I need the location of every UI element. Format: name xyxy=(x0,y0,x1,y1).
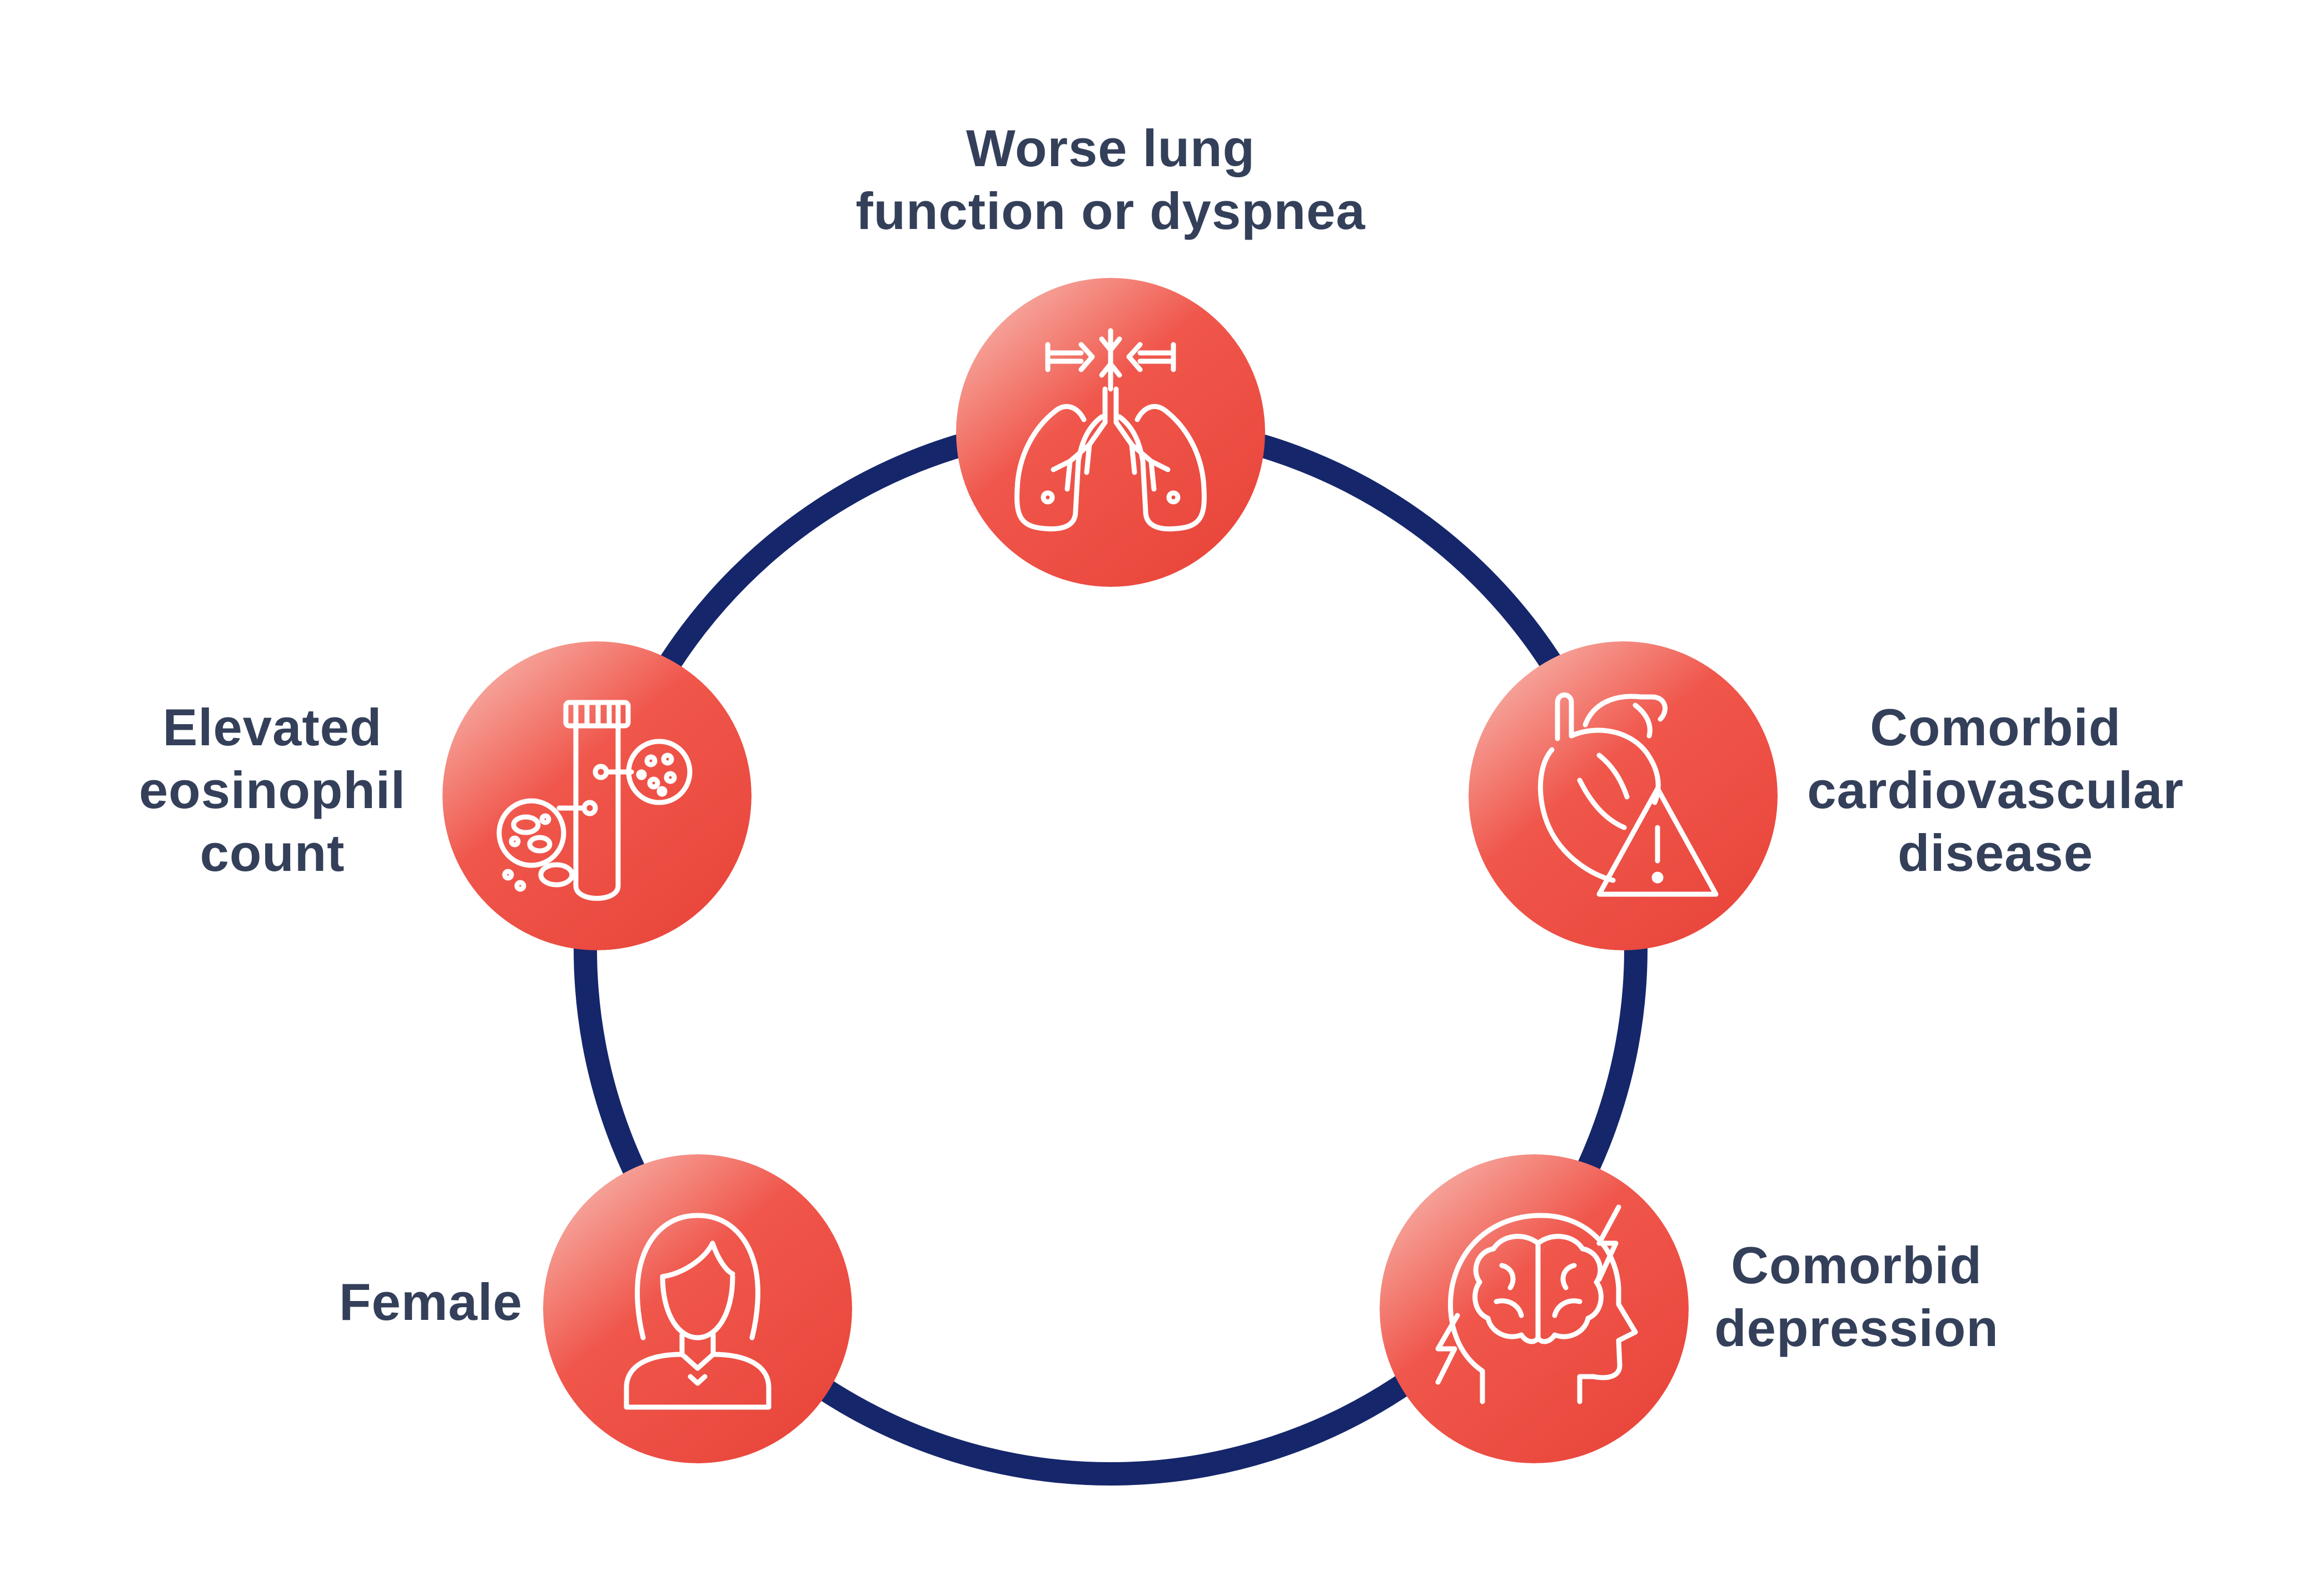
label-lung-function: Worse lung function or dyspnea xyxy=(823,117,1399,242)
label-line: cardiovascular xyxy=(1807,761,2184,819)
label-line: function or dyspnea xyxy=(855,182,1366,240)
label-line: Elevated xyxy=(162,698,382,756)
label-line: count xyxy=(200,824,345,882)
label-line: Worse lung xyxy=(966,119,1256,177)
node-cardiovascular xyxy=(1469,641,1778,950)
label-line: depression xyxy=(1714,1299,1999,1357)
label-line: eosinophil xyxy=(139,761,406,819)
heart-warning-icon xyxy=(1469,641,1778,950)
node-eosinophil xyxy=(442,641,752,950)
head-brain-lightning-icon xyxy=(1380,1154,1689,1463)
node-depression xyxy=(1380,1154,1689,1463)
node-female xyxy=(543,1154,852,1463)
label-eosinophil: Elevated eosinophil count xyxy=(111,696,434,884)
label-depression: Comorbid depression xyxy=(1690,1234,2023,1359)
node-lung-function xyxy=(956,278,1265,587)
label-line: Comorbid xyxy=(1870,698,2121,756)
lungs-icon xyxy=(956,278,1265,587)
label-line: disease xyxy=(1898,824,2093,882)
label-cardiovascular: Comorbid cardiovascular disease xyxy=(1779,696,2212,884)
female-icon xyxy=(543,1154,852,1463)
test-tube-cells-icon xyxy=(442,641,752,950)
label-female: Female xyxy=(267,1270,522,1333)
label-line: Female xyxy=(339,1273,522,1331)
label-line: Comorbid xyxy=(1731,1236,1982,1294)
